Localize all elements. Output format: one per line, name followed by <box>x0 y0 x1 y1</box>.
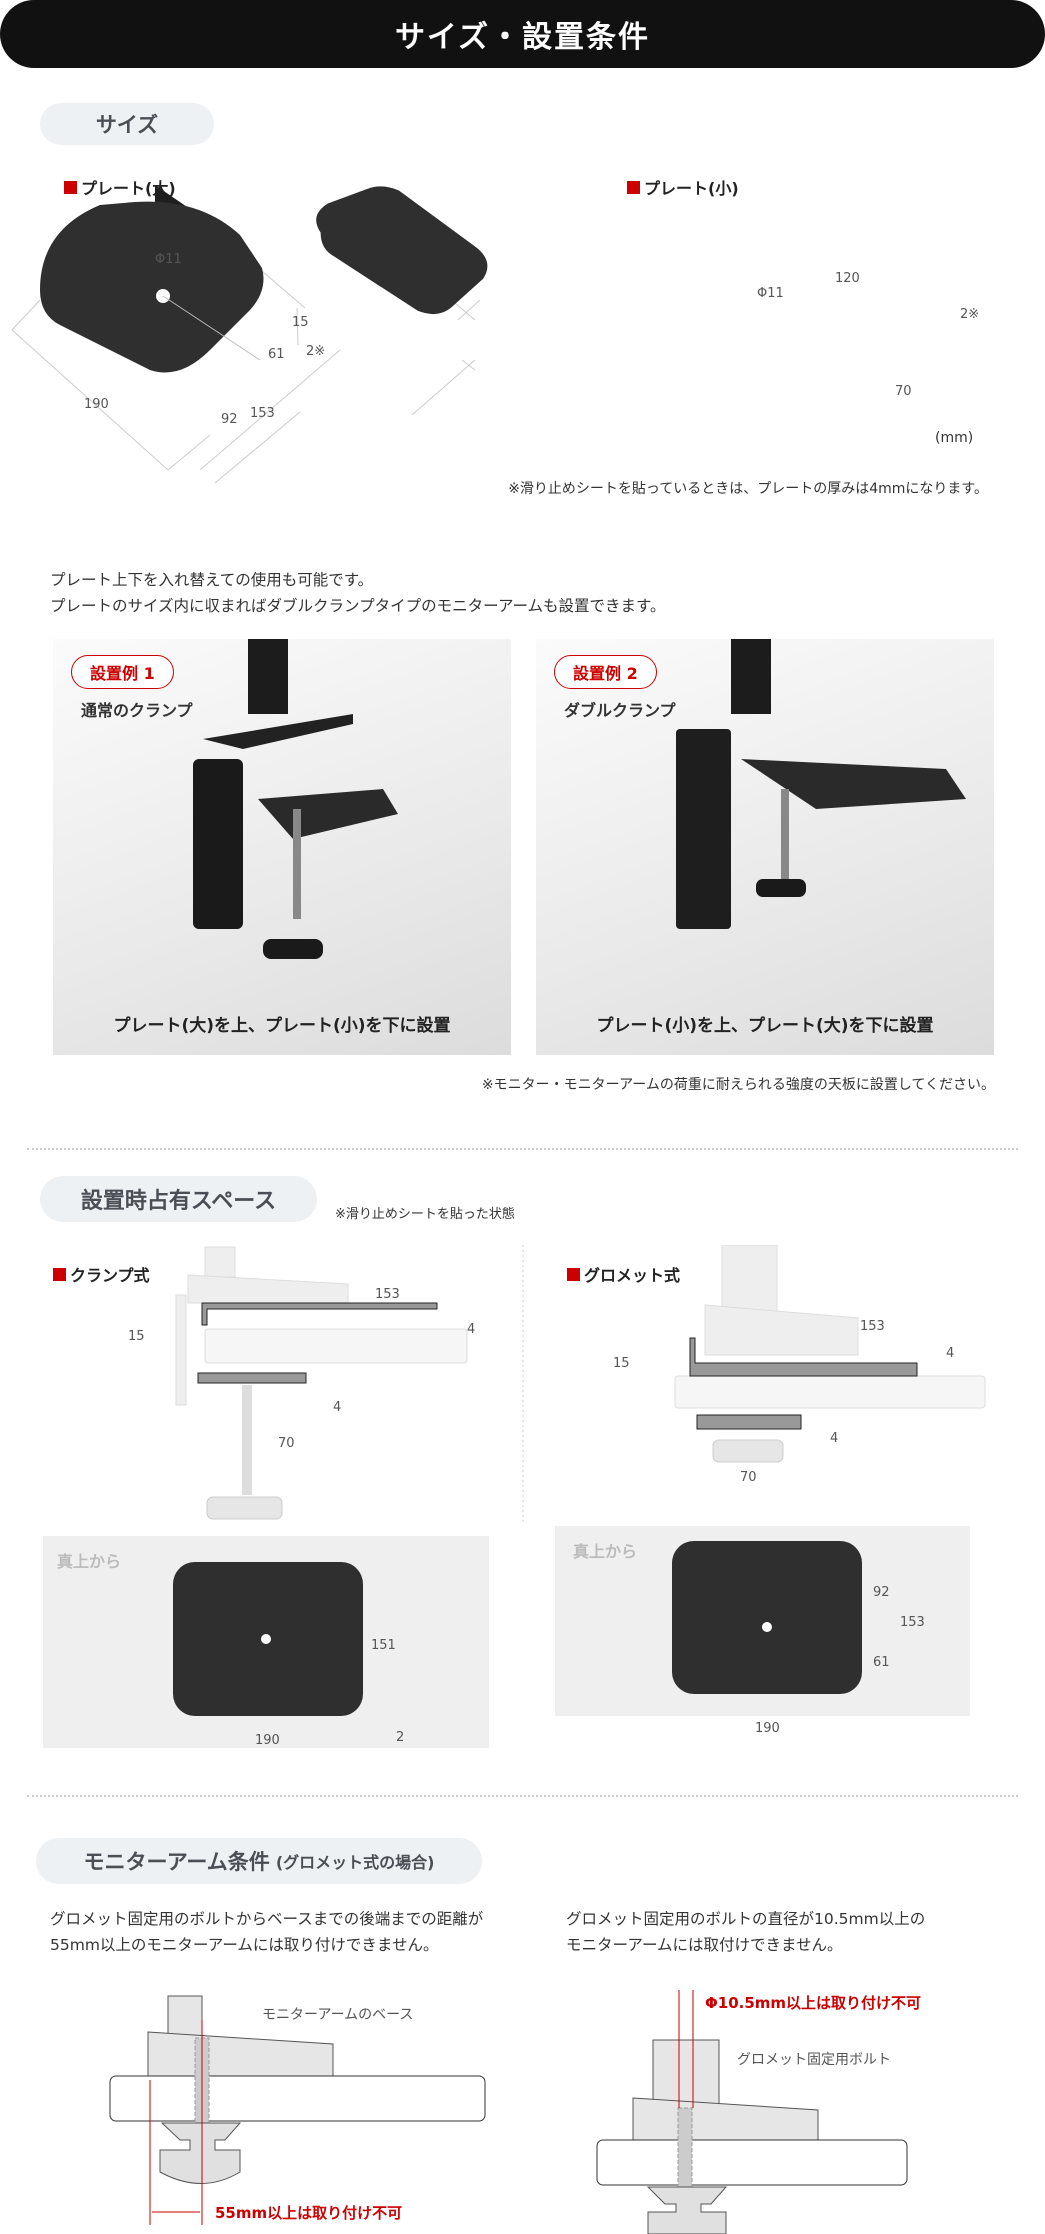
limit-left-label: 55mm以上は取り付け不可 <box>215 2204 402 2222</box>
grommet-label-text: グロメット式 <box>584 1266 681 1285</box>
plate-dimension-drawing: Φ11 190 92 153 61 15 2※ Φ11 120 70 2※ <box>11 185 979 484</box>
small-plate-label-text: プレート(小) <box>644 179 739 198</box>
dim: 15 <box>613 1356 630 1371</box>
load-note: ※モニター・モニターアームの荷重に耐えられる強度の天板に設置してください。 <box>481 1077 995 1093</box>
text-line: 55mm以上のモニターアームには取り付けできません。 <box>50 1936 439 1954</box>
large-plate-label: プレート(大) <box>64 175 176 199</box>
dim: 4 <box>333 1400 341 1415</box>
example-title: ダブルクランプ <box>564 701 676 720</box>
arm-right-text: グロメット固定用のボルトの直径が10.5mm以上の モニターアームには取付けでき… <box>566 1906 925 1958</box>
clamp-label: クランプ式 <box>53 1262 150 1286</box>
large-plate-label-text: プレート(大) <box>81 179 176 198</box>
dim-61: 61 <box>268 347 285 362</box>
page-title: サイズ・設置条件 <box>0 0 1045 68</box>
side-view-diagrams: 153 15 4 4 70 153 15 4 4 70 <box>128 1245 986 1525</box>
bolt-label: グロメット固定用ボルト <box>737 2052 891 2068</box>
section-heading-arm: モニターアーム条件 (グロメット式の場合) <box>36 1838 482 1884</box>
section-heading-space: 設置時占有スペース <box>40 1176 317 1222</box>
dim: 153 <box>375 1287 400 1302</box>
divider <box>27 1795 1018 1797</box>
dim-92: 92 <box>221 412 238 427</box>
red-square-icon <box>567 1267 580 1281</box>
red-square-icon <box>627 180 640 194</box>
example-title: 通常のクランプ <box>81 701 193 720</box>
text-line: モニターアームには取付けできません。 <box>566 1936 843 1954</box>
clamp-photo-illustration <box>193 639 398 959</box>
limit-right-label: Φ10.5mm以上は取り付け不可 <box>705 1994 921 2012</box>
dim-120: 120 <box>835 271 860 286</box>
example-tag: 設置例 2 <box>554 655 657 689</box>
dim-15: 15 <box>292 315 309 330</box>
dim: 15 <box>128 1329 145 1344</box>
dim: 70 <box>740 1470 757 1485</box>
clamp-top-view-drawing: 151 190 2 <box>173 1562 404 1748</box>
space-note: ※滑り止めシートを貼った状態 <box>335 1207 515 1222</box>
base-label: モニターアームのベース <box>262 2007 413 2023</box>
grommet-top-view-drawing: 92 153 61 190 <box>672 1541 925 1736</box>
dim-153: 153 <box>250 406 275 421</box>
arm-left-text: グロメット固定用のボルトからベースまでの後端までの距離が 55mm以上のモニター… <box>50 1906 483 1958</box>
dim-2-small: 2※ <box>960 307 979 322</box>
example-photo-1: 設置例 1 通常のクランプ プレート(大)を上、プレート(小)を下に設置 <box>53 639 511 1055</box>
example-photo-2: 設置例 2 ダブルクランプ プレート(小)を上、プレート(大)を下に設置 <box>536 639 994 1055</box>
example-tag: 設置例 1 <box>71 655 174 689</box>
red-square-icon <box>64 180 77 194</box>
desc-line: プレートのサイズ内に収まればダブルクランプタイプのモニターアームも設置できます。 <box>50 597 666 615</box>
dim: 190 <box>255 1733 280 1748</box>
desc-line: プレート上下を入れ替えての使用も可能です。 <box>50 571 374 589</box>
section-heading-size: サイズ <box>40 103 214 145</box>
example-caption: プレート(大)を上、プレート(小)を下に設置 <box>113 1016 451 1036</box>
double-clamp-photo-illustration <box>676 639 966 929</box>
dim-2: 2※ <box>306 344 325 359</box>
dim: 4 <box>830 1431 838 1446</box>
dim: 4 <box>946 1346 954 1361</box>
dim-70: 70 <box>895 384 912 399</box>
size-description: プレート上下を入れ替えての使用も可能です。 プレートのサイズ内に収まればダブルク… <box>50 567 666 619</box>
dim: 153 <box>900 1615 925 1630</box>
clamp-label-text: クランプ式 <box>70 1266 150 1285</box>
grommet-label: グロメット式 <box>567 1262 680 1286</box>
top-view-label: 真上から <box>57 1552 122 1571</box>
large-hole-dim: Φ11 <box>155 252 182 267</box>
thickness-note: ※滑り止めシートを貼っているときは、プレートの厚みは4mmになります。 <box>508 481 988 497</box>
arm-condition-diagrams: モニターアームのベース 55mm以上は取り付け不可 Φ10.5mm以上は取り付け… <box>109 1990 921 2234</box>
dim: 151 <box>371 1638 396 1653</box>
dim: 70 <box>278 1436 295 1451</box>
top-view-label: 真上から <box>573 1542 638 1561</box>
divider <box>27 1148 1018 1150</box>
dim-190: 190 <box>84 397 109 412</box>
dim: 92 <box>873 1585 890 1600</box>
red-square-icon <box>53 1267 66 1281</box>
arm-heading-sub: (グロメット式の場合) <box>275 1853 435 1872</box>
text-line: グロメット固定用のボルトの直径が10.5mm以上の <box>566 1910 926 1928</box>
dim: 61 <box>873 1655 890 1670</box>
dim: 2 <box>396 1730 404 1745</box>
example-caption: プレート(小)を上、プレート(大)を下に設置 <box>596 1016 934 1036</box>
dim: 190 <box>755 1721 780 1736</box>
dim: 4 <box>467 1322 475 1337</box>
arm-heading-text: モニターアーム条件 <box>83 1850 270 1874</box>
small-hole-dim: Φ11 <box>757 286 784 301</box>
text-line: グロメット固定用のボルトからベースまでの後端までの距離が <box>50 1910 484 1928</box>
unit-label: (mm) <box>935 430 974 446</box>
dim: 153 <box>860 1319 885 1334</box>
small-plate-label: プレート(小) <box>627 175 739 199</box>
